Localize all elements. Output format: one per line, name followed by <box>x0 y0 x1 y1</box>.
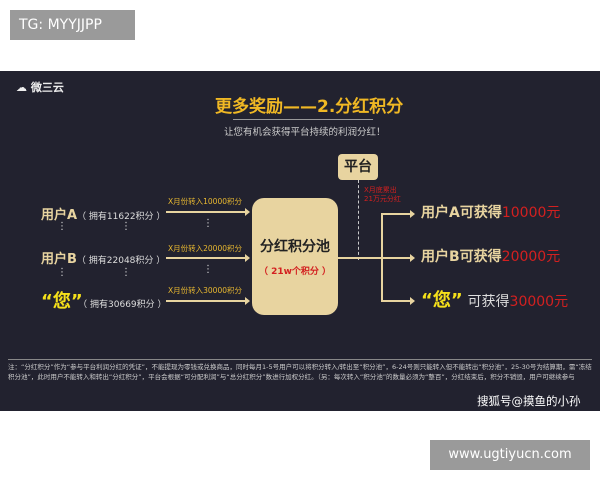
result-name: 用户A <box>421 205 460 221</box>
user-you: “您”（ 拥有30669积分 ） <box>41 287 167 313</box>
result-name: 用户B <box>421 249 460 265</box>
logo: ☁ 微三云 <box>16 81 64 94</box>
tg-label: TG: MYYJJPP <box>10 10 135 40</box>
title-wrap: 分 <box>386 97 404 117</box>
user-points: （ 拥有11622积分 ） <box>77 212 166 222</box>
result-amount: 10000元 <box>501 205 561 221</box>
ellipsis: ⋮ <box>203 218 213 229</box>
user-b: 用户B（ 拥有22048积分 ） <box>41 248 165 267</box>
pool-output-line <box>338 257 382 259</box>
result-amount: 30000元 <box>509 294 569 310</box>
user-points: （ 拥有22048积分 ） <box>76 256 166 266</box>
transfer-label: X月份转入10000积分 <box>168 197 242 206</box>
result-amount: 20000元 <box>501 249 561 265</box>
logo-text: 微三云 <box>30 81 64 94</box>
arrow-a <box>166 208 250 216</box>
transfer-label: X月份转入20000积分 <box>168 244 242 253</box>
branch-you <box>381 297 415 305</box>
user-name: “您” <box>41 291 83 312</box>
result-you: “您” 可获得30000元 <box>421 286 568 312</box>
url-label: www.ugtiyucn.com <box>430 440 590 470</box>
arrow-b <box>166 254 250 262</box>
infographic: ☁ 微三云 更多奖励——2.分红积分 让您有机会获得平台持续的利润分红！ 平台 … <box>0 71 600 411</box>
result-b: 用户B可获得20000元 <box>421 246 560 266</box>
result-verb: 可获得 <box>459 249 502 265</box>
pool-sub: （ 21w个积分 ） <box>258 267 332 277</box>
platform-note-line: 21万元分红 <box>364 195 401 203</box>
branch-a <box>381 210 415 218</box>
watermark: 搜狐号@摸鱼的小孙 <box>477 394 581 408</box>
user-points: （ 拥有30669积分 ） <box>82 300 167 310</box>
pool-box: 分红积分池 （ 21w个积分 ） <box>252 198 338 315</box>
branch-b <box>381 254 415 262</box>
subtitle: 让您有机会获得平台持续的利润分红！ <box>224 127 386 138</box>
result-verb: 可获得 <box>467 294 510 310</box>
ellipsis: ⋮ <box>57 221 67 232</box>
user-name: 用户B <box>41 252 77 267</box>
user-a: 用户A（ 拥有11622积分 ） <box>41 204 165 223</box>
ellipsis: ⋮ <box>203 264 213 275</box>
title-divider <box>233 119 373 120</box>
platform-box: 平台 <box>338 154 378 180</box>
title-main: 更多奖励——2.分红积 <box>215 97 387 117</box>
ellipsis: ⋮ <box>57 267 67 278</box>
platform-note: X月底累出 21万元分红 <box>364 186 401 204</box>
note-divider <box>8 359 592 360</box>
result-verb: 可获得 <box>459 205 502 221</box>
result-name: “您” <box>421 290 463 311</box>
footnote: 注：“分红积分”作为“参与平台利润分红的凭证”，不能提现为零钱或兑换商品，同时每… <box>8 363 592 381</box>
platform-note-line: X月底累出 <box>364 186 397 194</box>
ellipsis: ⋮ <box>121 221 131 232</box>
pool-title: 分红积分池 <box>260 239 330 255</box>
result-a: 用户A可获得10000元 <box>421 202 560 222</box>
transfer-label: X月份转入30000积分 <box>168 286 242 295</box>
platform-dashed-arrow <box>358 180 359 260</box>
arrow-you <box>166 297 250 305</box>
user-name: 用户A <box>41 208 78 223</box>
title: 更多奖励——2.分红积分 <box>215 92 403 117</box>
ellipsis: ⋮ <box>121 267 131 278</box>
